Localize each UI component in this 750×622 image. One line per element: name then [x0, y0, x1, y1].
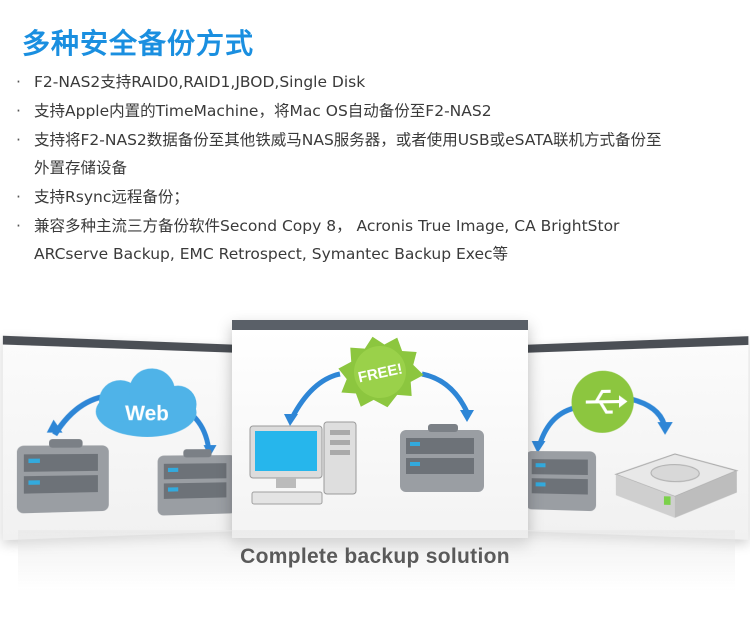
list-item: · 支持将F2-NAS2数据备份至其他铁威马NAS服务器，或者使用USB或eSA… — [14, 126, 734, 182]
list-item-text: 支持Apple内置的TimeMachine，将Mac OS自动备份至F2-NAS… — [34, 102, 492, 120]
external-drive-icon — [616, 454, 737, 520]
bullet-dot: · — [16, 73, 21, 91]
desktop-computer-icon — [249, 421, 357, 505]
cloud-label: Web — [125, 402, 169, 426]
usb-badge — [571, 369, 634, 433]
usb-backup-illustration — [525, 369, 748, 520]
bullet-dot: · — [16, 131, 21, 149]
bullet-dot: · — [16, 102, 21, 120]
usb-backup-panel — [520, 336, 749, 540]
free-backup-illustration: FREE! — [249, 336, 484, 505]
web-backup-panel: Web — [2, 335, 243, 541]
list-item-text-continued: 外置存储设备 — [34, 159, 128, 177]
web-backup-illustration: Web — [16, 367, 237, 516]
list-item-text: 支持将F2-NAS2数据备份至其他铁威马NAS服务器，或者使用USB或eSATA… — [34, 131, 662, 149]
bullet-dot: · — [16, 188, 21, 206]
nas-device-icon — [157, 449, 237, 516]
free-backup-panel: FREE! — [232, 320, 528, 538]
arrow-down-icon — [632, 399, 664, 425]
page-title: 多种安全备份方式 — [22, 27, 255, 60]
free-badge: FREE! — [338, 336, 424, 408]
cloud-icon — [95, 367, 197, 437]
list-item: · 支持Rsync远程备份； — [14, 183, 734, 211]
list-item: · 兼容多种主流三方备份软件Second Copy 8， Acronis Tru… — [14, 212, 734, 268]
floor-reflection — [18, 530, 735, 590]
list-item-text: 兼容多种主流三方备份软件Second Copy 8， Acronis True … — [34, 217, 620, 235]
nas-device-icon — [525, 451, 597, 512]
nas-device-icon — [16, 439, 109, 514]
nas-device-icon — [400, 424, 484, 492]
list-item-text: F2-NAS2支持RAID0,RAID1,JBOD,Single Disk — [34, 73, 366, 91]
bullet-dot: · — [16, 217, 21, 235]
list-item: · 支持Apple内置的TimeMachine，将Mac OS自动备份至F2-N… — [14, 97, 734, 125]
list-item-text: 支持Rsync远程备份； — [34, 188, 189, 206]
list-item-text-continued: ARCserve Backup, EMC Retrospect, Symante… — [34, 245, 509, 263]
showcase-caption: Complete backup solution — [240, 545, 510, 568]
arrow-up-icon — [289, 371, 341, 420]
arrow-up-icon — [540, 407, 578, 445]
feature-list: · F2-NAS2支持RAID0,RAID1,JBOD,Single Disk … — [14, 68, 734, 269]
arrow-down-icon — [421, 371, 470, 414]
list-item: · F2-NAS2支持RAID0,RAID1,JBOD,Single Disk — [14, 68, 734, 96]
